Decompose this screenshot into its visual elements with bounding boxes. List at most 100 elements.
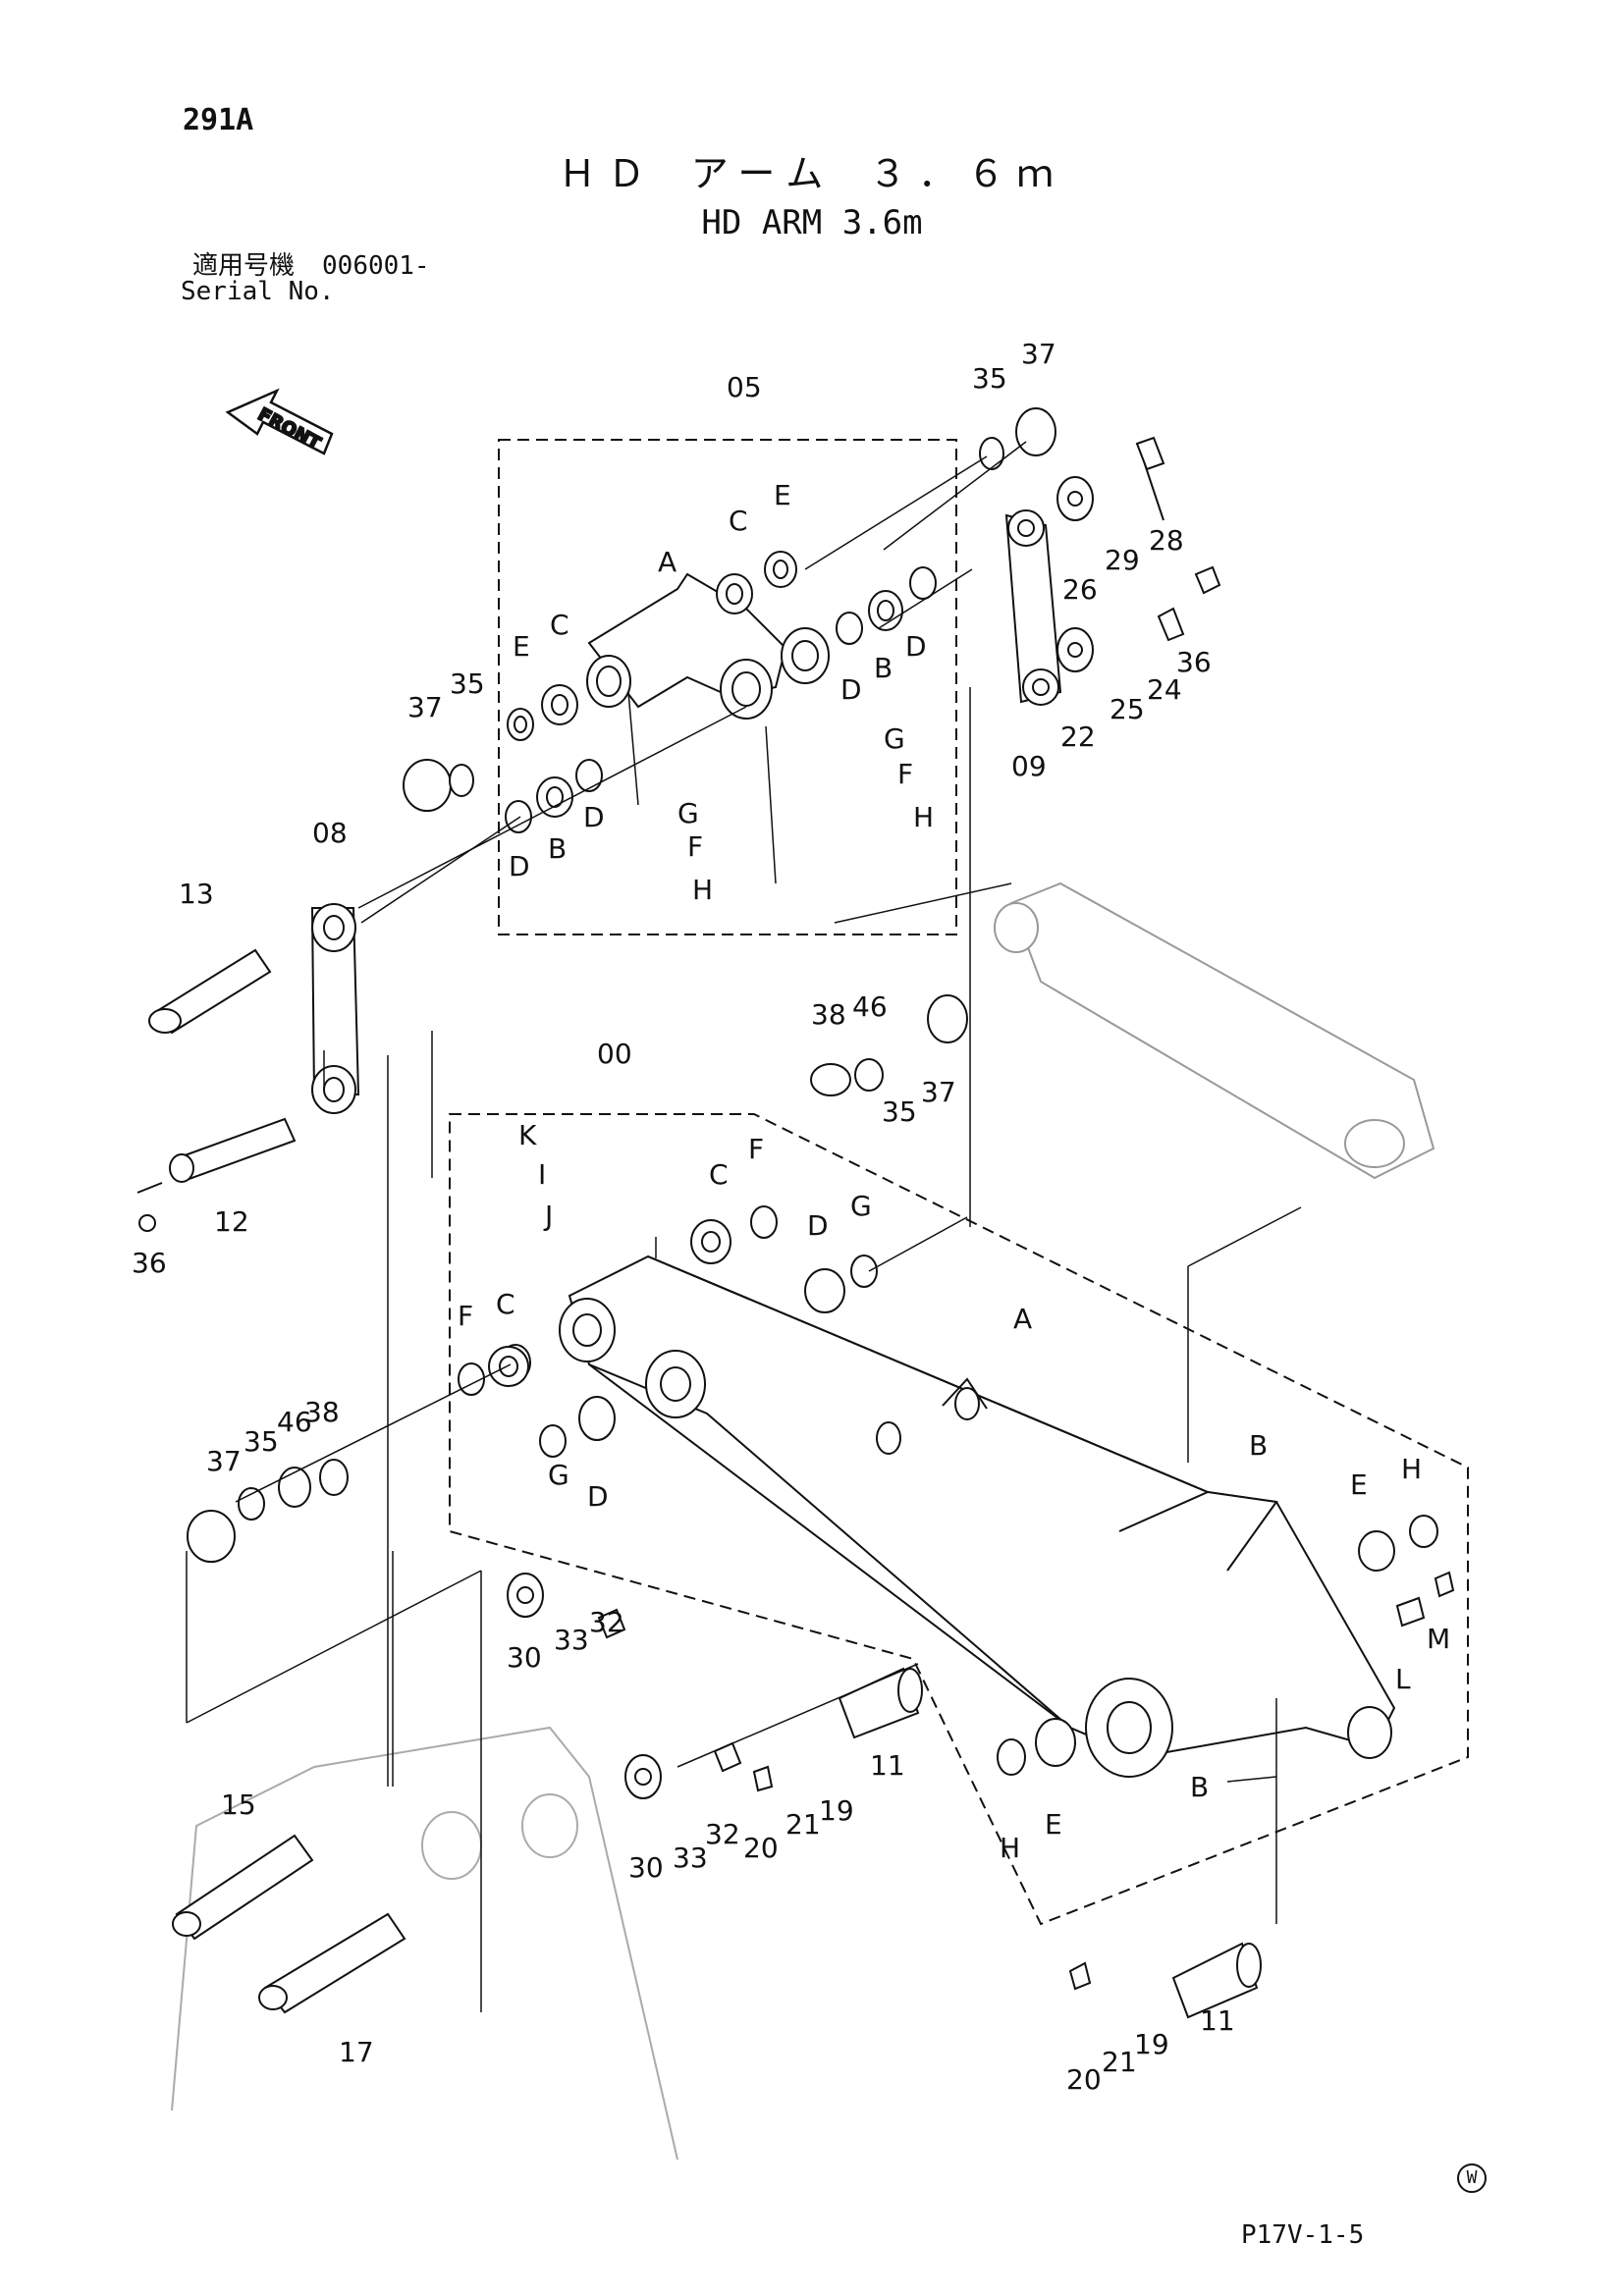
svg-text:32: 32: [589, 1606, 624, 1638]
pin-15: [172, 1834, 314, 1941]
serial-label-jp-text: 適用号機: [192, 251, 296, 281]
svg-text:30: 30: [628, 1851, 664, 1884]
svg-text:21: 21: [785, 1808, 821, 1841]
link-09: [1004, 509, 1062, 706]
svg-text:E: E: [1350, 1468, 1368, 1501]
svg-text:G: G: [677, 797, 699, 829]
svg-text:08: 08: [312, 817, 348, 849]
svg-text:C: C: [709, 1158, 729, 1191]
svg-text:35: 35: [972, 362, 1007, 395]
svg-text:21: 21: [1102, 2046, 1137, 2078]
svg-text:30: 30: [507, 1641, 542, 1674]
svg-text:H: H: [913, 801, 934, 833]
svg-text:24: 24: [1147, 673, 1182, 706]
serial-value: 006001-: [322, 251, 430, 281]
svg-text:G: G: [548, 1459, 569, 1491]
svg-text:A: A: [658, 546, 677, 578]
svg-text:M: M: [1427, 1623, 1450, 1655]
bucket: [171, 1726, 678, 2161]
svg-text:H: H: [692, 874, 713, 906]
svg-text:D: D: [587, 1480, 609, 1513]
w-mark-icon: W: [1457, 2163, 1487, 2193]
svg-text:L: L: [1395, 1663, 1411, 1695]
svg-text:K: K: [518, 1119, 537, 1151]
svg-text:B: B: [1249, 1429, 1268, 1462]
bolts-and-fittings: [597, 436, 1455, 1991]
front-arrow-icon: FRONT: [225, 388, 334, 455]
svg-text:46: 46: [852, 990, 888, 1023]
svg-text:G: G: [850, 1190, 872, 1222]
serial-label-jp: 適用号機 006001-: [192, 253, 430, 279]
svg-text:15: 15: [221, 1789, 256, 1821]
svg-text:35: 35: [882, 1095, 917, 1128]
pin-11-lower: [1171, 1942, 1262, 2019]
svg-text:B: B: [548, 832, 567, 865]
kit-05-outline: [498, 439, 957, 935]
svg-text:E: E: [774, 479, 791, 511]
svg-text:35: 35: [450, 667, 485, 700]
pin-12: [136, 1117, 297, 1232]
page-number: 291A: [183, 103, 254, 137]
svg-text:09: 09: [1011, 750, 1047, 782]
svg-text:37: 37: [206, 1445, 242, 1477]
svg-text:19: 19: [1134, 2028, 1169, 2060]
title-japanese: ＨＤ アーム ３．６ｍ: [558, 152, 1066, 195]
svg-text:20: 20: [743, 1832, 779, 1864]
svg-text:37: 37: [407, 691, 443, 723]
svg-text:B: B: [1190, 1771, 1209, 1803]
svg-text:29: 29: [1105, 544, 1140, 576]
svg-text:B: B: [874, 652, 893, 684]
svg-text:26: 26: [1062, 573, 1098, 606]
title-english: HD ARM 3.6m: [701, 203, 923, 242]
svg-text:A: A: [1013, 1303, 1032, 1335]
svg-text:E: E: [513, 630, 530, 663]
svg-text:33: 33: [554, 1624, 589, 1656]
svg-text:25: 25: [1110, 693, 1145, 725]
svg-text:13: 13: [179, 878, 214, 910]
svg-text:38: 38: [304, 1396, 340, 1428]
svg-text:H: H: [1000, 1832, 1020, 1864]
svg-text:46: 46: [277, 1406, 312, 1438]
pin-17: [258, 1912, 406, 2014]
svg-text:11: 11: [870, 1749, 905, 1782]
svg-text:J: J: [543, 1200, 553, 1232]
svg-text:F: F: [458, 1300, 473, 1332]
pin-11-upper: [838, 1667, 923, 1739]
svg-text:36: 36: [132, 1247, 167, 1279]
svg-text:G: G: [884, 722, 905, 755]
svg-text:D: D: [509, 850, 530, 882]
svg-text:E: E: [1045, 1808, 1062, 1841]
svg-text:28: 28: [1149, 524, 1184, 557]
svg-text:F: F: [748, 1133, 764, 1165]
svg-text:05: 05: [727, 371, 762, 403]
svg-text:38: 38: [811, 998, 846, 1031]
serial-label-en: Serial No.: [181, 277, 335, 306]
svg-text:20: 20: [1066, 2063, 1102, 2096]
svg-text:36: 36: [1176, 646, 1212, 678]
svg-text:F: F: [687, 830, 703, 863]
svg-text:C: C: [550, 609, 569, 641]
svg-text:D: D: [840, 673, 862, 706]
svg-text:35: 35: [244, 1425, 279, 1458]
svg-text:22: 22: [1060, 721, 1096, 753]
bushings: [187, 407, 1438, 1799]
svg-text:C: C: [496, 1288, 515, 1320]
svg-text:11: 11: [1200, 2004, 1235, 2037]
document-code: P17V-1-5: [1241, 2220, 1365, 2250]
svg-text:00: 00: [597, 1038, 632, 1070]
svg-text:37: 37: [1021, 338, 1056, 370]
bucket-cylinder: [994, 881, 1435, 1180]
main-arm-a: [559, 1255, 1396, 1778]
svg-text:C: C: [729, 505, 748, 537]
svg-text:I: I: [538, 1158, 546, 1191]
leader-lines: [186, 441, 1302, 2012]
svg-text:D: D: [905, 630, 927, 663]
svg-text:17: 17: [339, 2036, 374, 2068]
svg-text:33: 33: [673, 1842, 708, 1874]
arm-link-a: [586, 572, 830, 720]
svg-text:32: 32: [705, 1818, 740, 1850]
link-08: [310, 903, 360, 1114]
svg-text:12: 12: [214, 1205, 249, 1238]
